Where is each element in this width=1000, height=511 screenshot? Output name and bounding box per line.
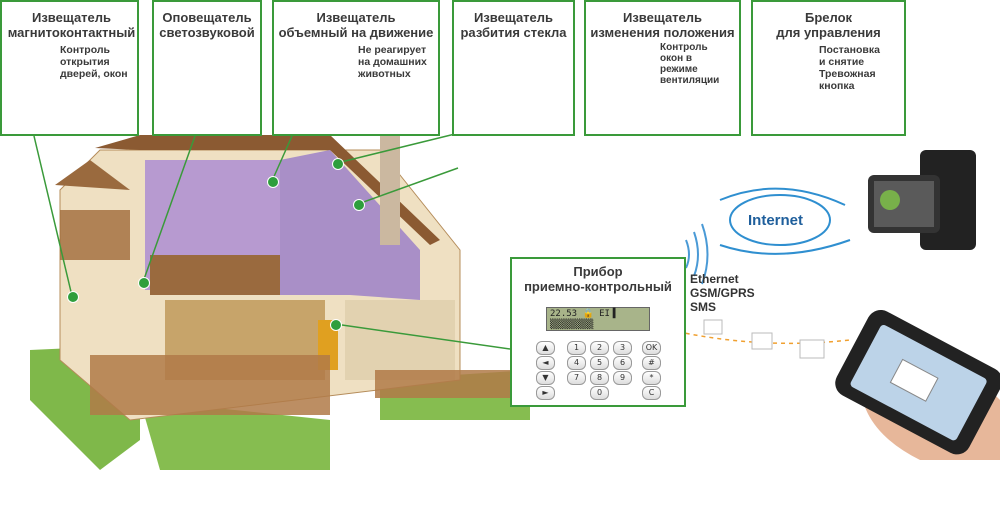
key-3[interactable]: 3 <box>613 341 632 355</box>
grass-front <box>140 400 330 470</box>
panel-link-dot <box>330 319 342 331</box>
motion-sensor-box: Извещатель объемный на движение Не реаги… <box>272 0 440 136</box>
func-key-2[interactable]: * <box>642 371 661 385</box>
balcony <box>60 210 130 260</box>
lcd-line-2: ▒▒▒▒▒▒▒▒ <box>550 320 594 330</box>
keyfob-note: Постановка и снятие Тревожная кнопка <box>819 44 880 92</box>
key-2[interactable]: 2 <box>590 341 609 355</box>
key-9[interactable]: 9 <box>613 371 632 385</box>
chimney <box>380 125 400 245</box>
siren-dot <box>138 277 150 289</box>
android-icon <box>880 190 900 210</box>
keyfob-title: Брелок для управления <box>776 10 881 40</box>
keyfob-box: Брелок для управления Постановка и сняти… <box>751 0 906 136</box>
panel-lcd: 22.53 🔒 EI▐ ▒▒▒▒▒▒▒▒ <box>546 307 650 331</box>
arrow-key-0[interactable]: ▲ <box>536 341 555 355</box>
fence-right <box>375 370 525 398</box>
key-0[interactable]: 0 <box>590 386 609 400</box>
tilt-sensor-note: Контроль окон в режиме вентиляции <box>660 42 720 86</box>
lcd-line-1: 22.53 🔒 EI▐ <box>550 309 616 319</box>
tilt-sensor-dot <box>353 199 365 211</box>
roof-edge <box>95 135 440 245</box>
internet-cloud <box>719 187 851 255</box>
key-8[interactable]: 8 <box>590 371 609 385</box>
motion-sensor-dot <box>267 176 279 188</box>
glass-break-dot <box>332 158 344 170</box>
signal-arcs <box>685 223 709 285</box>
glass-break-box: Извещатель разбития стекла <box>452 0 575 136</box>
siren-title: Оповещатель светозвуковой <box>159 10 255 40</box>
room-lower-right <box>345 300 455 380</box>
arrow-key-2[interactable]: ▼ <box>536 371 555 385</box>
magnetic-sensor-note: Контроль открытия дверей, окон <box>60 44 128 80</box>
func-key-1[interactable]: # <box>642 356 661 370</box>
key-5[interactable]: 5 <box>590 356 609 370</box>
connector-lines <box>33 133 511 350</box>
sms-envelope-2 <box>751 332 773 350</box>
motion-sensor-note: Не реагирует на домашних животных <box>358 44 427 80</box>
room-upper-right <box>280 150 420 300</box>
siren-box: Оповещатель светозвуковой <box>152 0 262 136</box>
key-4[interactable]: 4 <box>567 356 586 370</box>
key-1[interactable]: 1 <box>567 341 586 355</box>
envelope-icon <box>889 358 939 402</box>
tilt-sensor-box: Извещатель изменения положения Контроль … <box>584 0 741 136</box>
internet-label: Internet <box>748 212 804 229</box>
func-key-0[interactable]: OK <box>642 341 661 355</box>
key-7[interactable]: 7 <box>567 371 586 385</box>
roof-porch <box>55 160 130 190</box>
arrow-key-1[interactable]: ◄ <box>536 356 555 370</box>
channels-label: Ethernet GSM/GPRS SMS <box>690 272 755 314</box>
magnetic-sensor-dot <box>67 291 79 303</box>
sms-envelope-1 <box>703 319 723 335</box>
magnetic-sensor-title: Извещатель магнитоконтактный <box>7 10 136 40</box>
glass-break-title: Извещатель разбития стекла <box>460 10 567 40</box>
func-key-3[interactable]: C <box>642 386 661 400</box>
control-panel-title: Прибор приемно-контрольный <box>524 264 672 294</box>
arrow-key-3[interactable]: ► <box>536 386 555 400</box>
key-6[interactable]: 6 <box>613 356 632 370</box>
tilt-sensor-title: Извещатель изменения положения <box>590 10 735 40</box>
sms-envelope-3 <box>799 339 825 359</box>
magnetic-sensor-box: Извещатель магнитоконтактный Контроль от… <box>0 0 139 136</box>
fence-front <box>90 355 330 415</box>
motion-sensor-title: Извещатель объемный на движение <box>278 10 434 40</box>
